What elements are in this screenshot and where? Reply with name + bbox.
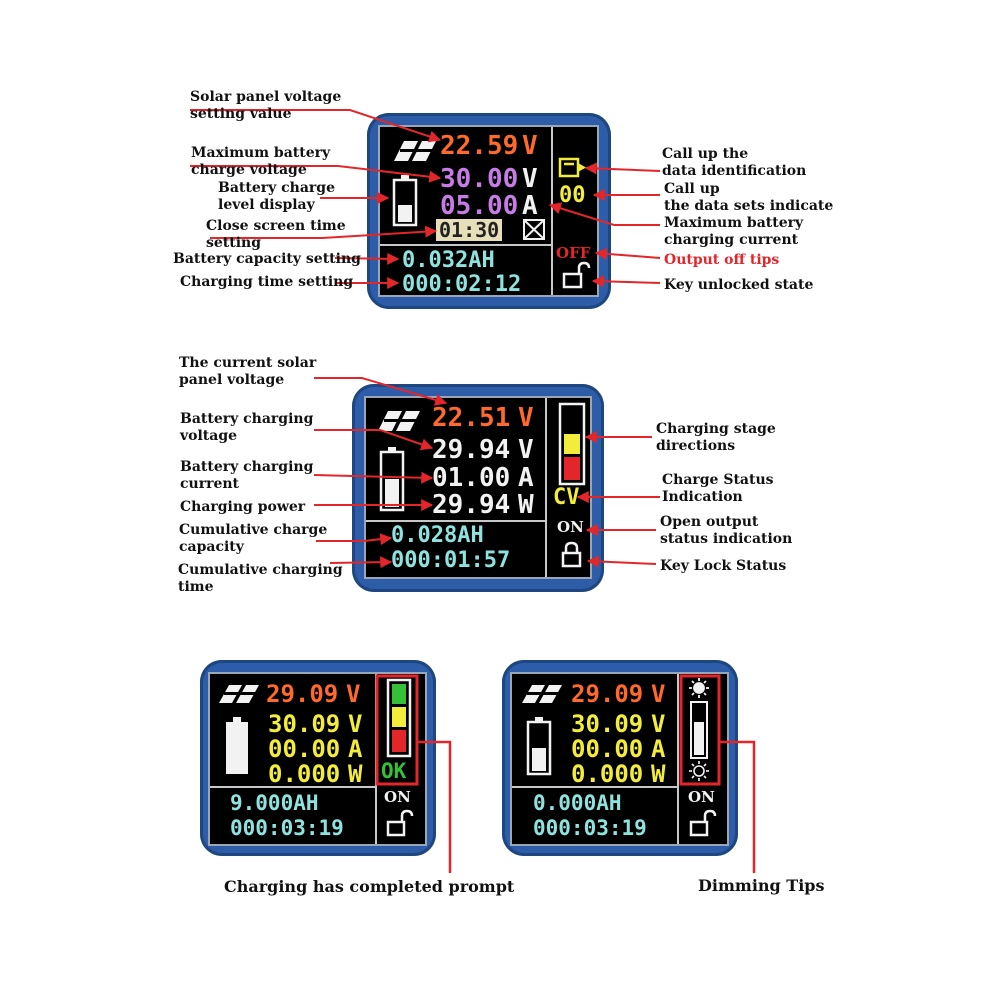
max-charge-voltage-unit: V bbox=[522, 164, 538, 194]
p3-power-value: 0.000 bbox=[268, 760, 341, 788]
p4-battery-voltage-value: 30.09 bbox=[571, 710, 644, 738]
label-open-output: Open output status indication bbox=[660, 514, 793, 547]
label-charging-power: Charging power bbox=[180, 499, 306, 515]
divider-2-v bbox=[545, 398, 547, 577]
p3-output-on-indicator: ON bbox=[384, 788, 411, 806]
charging-current-unit: A bbox=[518, 463, 534, 493]
p4-current-unit: A bbox=[651, 735, 666, 763]
label-battery-charging-voltage: Battery charging voltage bbox=[180, 411, 314, 444]
caption-dimming-tips: Dimming Tips bbox=[698, 876, 825, 895]
current-solar-voltage-value: 22.51 bbox=[432, 403, 511, 433]
output-off-indicator: OFF bbox=[556, 244, 591, 262]
p3-current-unit: A bbox=[348, 735, 363, 763]
divider-2-h bbox=[366, 520, 546, 522]
p4-time-value: 000:03:19 bbox=[533, 816, 647, 840]
p4-battery-voltage-unit: V bbox=[651, 710, 666, 738]
label-current-solar-voltage: The current solar panel voltage bbox=[179, 355, 317, 388]
charging-voltage-value: 29.94 bbox=[432, 435, 511, 465]
caption-charging-completed: Charging has completed prompt bbox=[224, 877, 515, 896]
label-charge-status: Charge Status Indication bbox=[662, 472, 774, 505]
solar-voltage-unit: V bbox=[522, 131, 538, 161]
output-on-indicator: ON bbox=[557, 518, 584, 536]
p3-current-value: 00.00 bbox=[268, 735, 341, 763]
charging-power-unit: W bbox=[518, 490, 534, 520]
charging-voltage-unit: V bbox=[518, 435, 534, 465]
label-output-off-tips: Output off tips bbox=[664, 252, 780, 268]
label-call-up-data-sets: Call up the data sets indicate bbox=[664, 181, 834, 214]
data-set-number: 00 bbox=[559, 183, 586, 208]
p4-output-on-indicator: ON bbox=[688, 788, 715, 806]
screen-2 bbox=[364, 396, 592, 579]
label-call-up-data-id: Call up the data identification bbox=[662, 146, 807, 179]
current-solar-voltage-unit: V bbox=[518, 403, 534, 433]
p3-power-unit: W bbox=[348, 760, 363, 788]
divider-3-h bbox=[210, 786, 376, 788]
charging-time-value: 000:02:12 bbox=[402, 272, 522, 297]
cumulative-time-value: 000:01:57 bbox=[391, 548, 511, 573]
max-charge-current-unit: A bbox=[522, 191, 538, 221]
p4-solar-voltage-value: 29.09 bbox=[571, 680, 644, 708]
p3-capacity-value: 9.000AH bbox=[230, 791, 319, 815]
label-charging-stage: Charging stage directions bbox=[656, 421, 776, 454]
battery-capacity-value: 0.032AH bbox=[402, 248, 495, 273]
max-charge-current-value: 05.00 bbox=[440, 191, 519, 221]
solar-voltage-value: 22.59 bbox=[440, 131, 519, 161]
charge-complete-ok: OK bbox=[381, 759, 407, 783]
max-charge-voltage-value: 30.00 bbox=[440, 164, 519, 194]
p3-battery-voltage-value: 30.09 bbox=[268, 710, 341, 738]
p4-power-value: 0.000 bbox=[571, 760, 644, 788]
p4-solar-voltage-unit: V bbox=[651, 680, 666, 708]
p4-current-value: 00.00 bbox=[571, 735, 644, 763]
label-battery-level-display: Battery charge level display bbox=[218, 180, 335, 213]
label-close-screen-time: Close screen time setting bbox=[206, 218, 346, 251]
charging-power-value: 29.94 bbox=[432, 490, 511, 520]
cumulative-capacity-value: 0.028AH bbox=[391, 523, 484, 548]
label-key-lock: Key Lock Status bbox=[660, 558, 787, 574]
p4-capacity-value: 0.000AH bbox=[533, 791, 622, 815]
p3-battery-voltage-unit: V bbox=[348, 710, 363, 738]
p3-solar-voltage-unit: V bbox=[346, 680, 361, 708]
divider-3-v bbox=[375, 674, 377, 844]
p3-solar-voltage-value: 29.09 bbox=[266, 680, 339, 708]
label-battery-capacity-setting: Battery capacity setting bbox=[173, 251, 361, 267]
divider-1-h bbox=[380, 244, 552, 246]
charge-status-cv: CV bbox=[553, 485, 580, 510]
divider-1-v bbox=[551, 127, 553, 295]
label-cumulative-capacity: Cumulative charge capacity bbox=[179, 522, 328, 555]
label-cumulative-time: Cumulative charging time bbox=[178, 562, 343, 595]
label-key-unlocked: Key unlocked state bbox=[664, 277, 814, 293]
divider-4-h bbox=[512, 786, 678, 788]
label-battery-charging-current: Battery charging current bbox=[180, 459, 314, 492]
charging-current-value: 01.00 bbox=[432, 463, 511, 493]
label-solar-voltage-setting: Solar panel voltage setting value bbox=[190, 89, 342, 122]
label-max-battery-charge-voltage: Maximum battery charge voltage bbox=[191, 145, 331, 178]
p4-power-unit: W bbox=[651, 760, 666, 788]
divider-4-v bbox=[677, 674, 679, 844]
p3-time-value: 000:03:19 bbox=[230, 816, 344, 840]
close-screen-time-value: 01:30 bbox=[436, 219, 503, 241]
label-charging-time-setting: Charging time setting bbox=[180, 274, 354, 290]
label-max-charging-current: Maximum battery charging current bbox=[664, 215, 804, 248]
